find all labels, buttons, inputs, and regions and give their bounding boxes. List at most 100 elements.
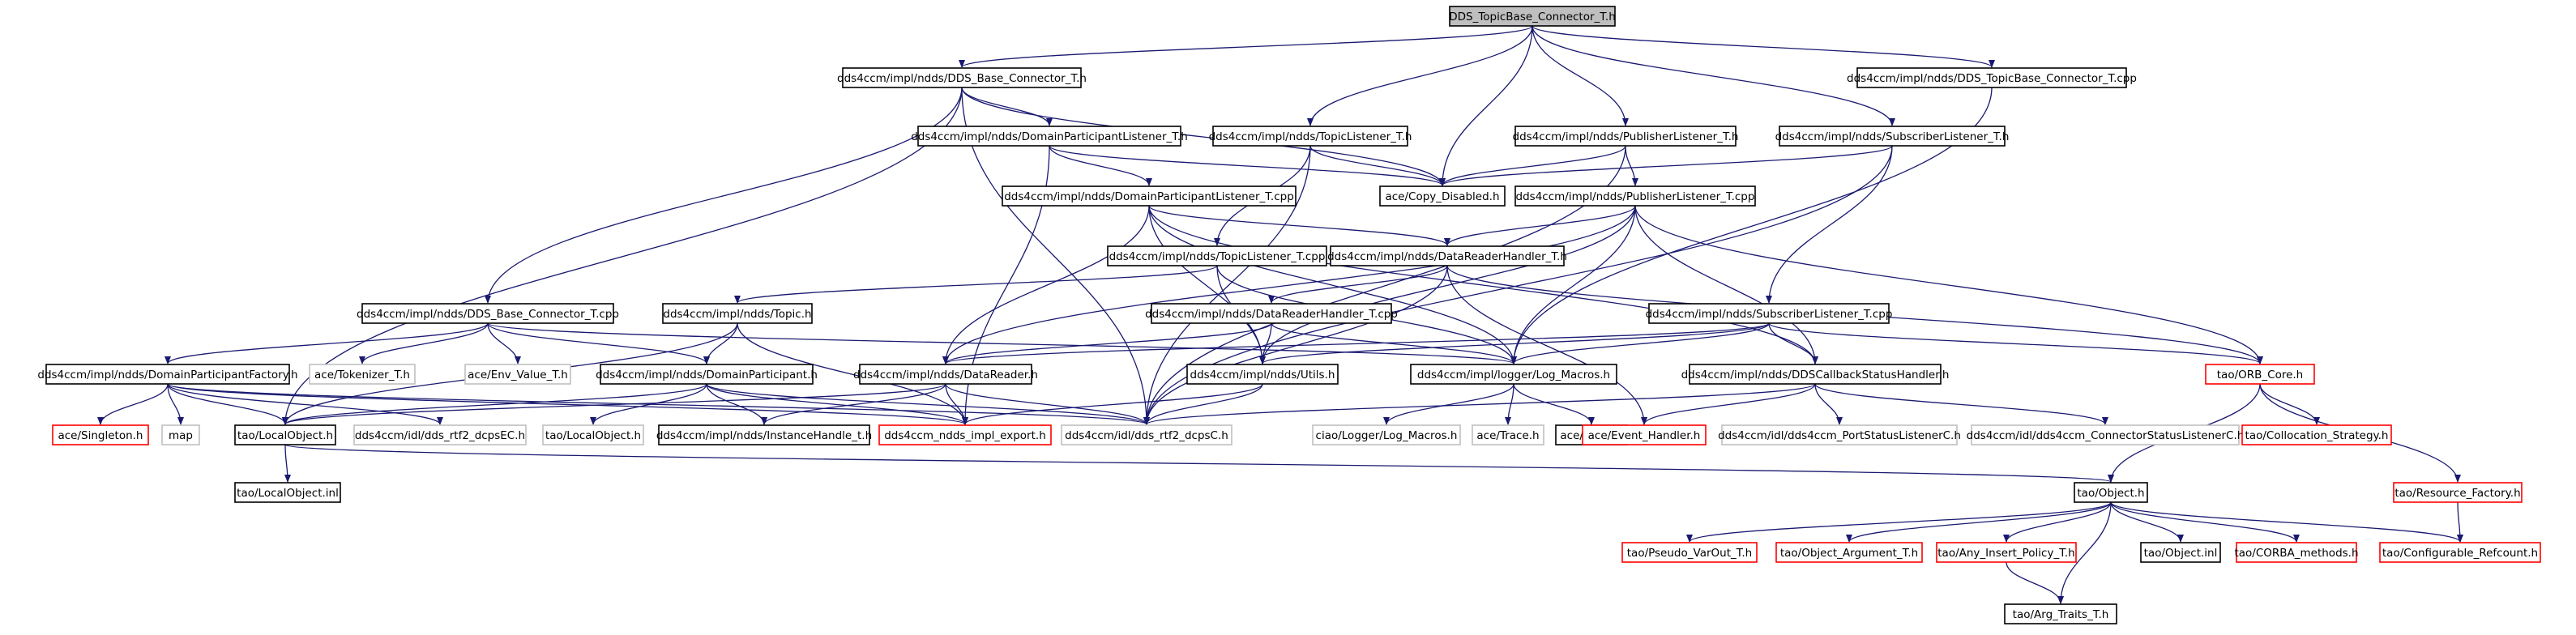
node-aip[interactable]: tao/Any_Insert_Policy_T.h (1936, 542, 2077, 563)
node-label-pvo: tao/Pseudo_VarOut_T.h (1627, 547, 1752, 560)
edge-dr_h-to-ih (761, 383, 946, 425)
edge-root-to-tl_h (1307, 25, 1533, 126)
node-label-oa: tao/Object_Argument_T.h (1780, 547, 1918, 560)
node-pl_h[interactable]: dds4ccm/impl/ndds/PublisherListener_T.h (1513, 126, 1739, 147)
node-obj_h[interactable]: tao/Object.h (2074, 482, 2148, 503)
node-box-csl (1971, 424, 2240, 445)
node-logm[interactable]: dds4ccm/impl/logger/Log_Macros.h (1410, 364, 1617, 385)
edge-base_cpp-to-dpf_h (164, 322, 489, 364)
node-label-exp: dds4ccm_ndds_impl_export.h (884, 429, 1046, 442)
node-label-aip: tao/Any_Insert_Policy_T.h (1937, 547, 2074, 560)
node-lo_h[interactable]: tao/LocalObject.h (234, 424, 336, 445)
edge-pl_h-to-pl_cpp (1625, 145, 1638, 186)
edge-drh_cpp-to-logm (1271, 322, 1517, 364)
node-dcsh[interactable]: dds4ccm/impl/ndds/DDSCallbackStatusHandl… (1681, 364, 1950, 385)
edge-tl_h-to-dcpsc (1143, 145, 1311, 425)
node-label-lo_h: tao/LocalObject.h (237, 429, 333, 442)
node-label-evh: ace/Event_Handler.h (1588, 429, 1701, 442)
node-exp[interactable]: dds4ccm_ndds_impl_export.h (878, 424, 1052, 445)
node-copy[interactable]: ace/Copy_Disabled.h (1379, 185, 1506, 207)
node-box-drh_h (1330, 245, 1565, 266)
node-label-dpl_h: dds4ccm/impl/ndds/DomainParticipantListe… (911, 130, 1188, 143)
node-root[interactable]: DDS_TopicBase_Connector_T.h (1449, 6, 1616, 27)
edge-dcsh-to-dcpsc (1143, 383, 1816, 425)
node-dpf_h[interactable]: dds4ccm/impl/ndds/DomainParticipantFacto… (37, 364, 298, 385)
edge-dr_h-to-dcpsc (945, 383, 1150, 425)
edge-lo_h-to-lo_inl (284, 444, 291, 483)
node-pvo[interactable]: tao/Pseudo_VarOut_T.h (1621, 542, 1758, 563)
node-csl[interactable]: dds4ccm/idl/dds4ccm_ConnectorStatusListe… (1967, 424, 2245, 445)
edge-base_cpp-to-logm (487, 322, 1517, 364)
node-box-ih (658, 424, 870, 445)
node-dpl_cpp[interactable]: dds4ccm/impl/ndds/DomainParticipantListe… (1002, 185, 1297, 207)
node-base_h[interactable]: dds4ccm/impl/ndds/DDS_Base_Connector_T.h (837, 67, 1087, 88)
edge-obj_h-to-cref (2110, 501, 2463, 543)
edge-dpf_h-to-dcpsec (167, 383, 443, 425)
node-ciao[interactable]: ciao/Logger/Log_Macros.h (1312, 424, 1461, 445)
node-label-dcpsec: dds4ccm/idl/dds_rtf2_dcpsEC.h (355, 429, 525, 442)
node-dcpsec[interactable]: dds4ccm/idl/dds_rtf2_dcpsEC.h (353, 424, 527, 445)
node-pl_cpp[interactable]: dds4ccm/impl/ndds/PublisherListener_T.cp… (1514, 185, 1756, 207)
edge-topic_h-to-exp (737, 322, 968, 425)
node-coll[interactable]: tao/Collocation_Strategy.h (2241, 424, 2392, 445)
node-utils[interactable]: dds4ccm/impl/ndds/Utils.h (1186, 364, 1339, 385)
node-base_cpp[interactable]: dds4ccm/impl/ndds/DDS_Base_Connector_T.c… (357, 303, 619, 324)
node-sl_cpp[interactable]: dds4ccm/impl/ndds/SubscriberListener_T.c… (1646, 303, 1893, 324)
node-dr_h[interactable]: dds4ccm/impl/ndds/DataReader.h (853, 364, 1038, 385)
node-box-evh (1582, 424, 1707, 445)
node-cref[interactable]: tao/Configurable_Refcount.h (2379, 542, 2541, 563)
node-orb[interactable]: tao/ORB_Core.h (2205, 364, 2315, 385)
node-sl_h[interactable]: dds4ccm/impl/ndds/SubscriberListener_T.h (1775, 126, 2010, 147)
node-dcpsc[interactable]: dds4ccm/idl/dds_rtf2_dcpsC.h (1061, 424, 1232, 445)
node-ih[interactable]: dds4ccm/impl/ndds/InstanceHandle_t.h (656, 424, 872, 445)
node-obj_inl[interactable]: tao/Object.inl (2140, 542, 2221, 563)
node-box-dp_h (600, 364, 814, 385)
edge-base_h-to-dpl_h (961, 87, 1053, 126)
node-box-oa (1775, 542, 1923, 563)
node-rf[interactable]: tao/Resource_Factory.h (2393, 482, 2523, 503)
edge-orb-to-coll (2259, 383, 2320, 425)
node-tl_h[interactable]: dds4ccm/impl/ndds/TopicListener_T.h (1209, 126, 1412, 147)
node-corba[interactable]: tao/CORBA_methods.h (2234, 542, 2359, 563)
node-box-dcpsc (1061, 424, 1232, 445)
node-label-obj_h: tao/Object.h (2077, 487, 2144, 500)
node-label-trace1: ace/Trace.h (1476, 429, 1539, 442)
node-drh_h[interactable]: dds4ccm/impl/ndds/DataReaderHandler_T.h (1327, 245, 1567, 266)
node-label-obj_inl: tao/Object.inl (2144, 547, 2218, 560)
node-topic_h[interactable]: dds4ccm/impl/ndds/Topic.h (662, 303, 813, 324)
node-trace1[interactable]: ace/Trace.h (1472, 424, 1544, 445)
node-oa[interactable]: tao/Object_Argument_T.h (1775, 542, 1923, 563)
node-lo_h2[interactable]: tao/LocalObject.h (542, 424, 644, 445)
edge-utils-to-exp (962, 383, 1263, 425)
edge-dr_h-to-lo_h (282, 383, 946, 425)
node-dpl_h[interactable]: dds4ccm/impl/ndds/DomainParticipantListe… (911, 126, 1188, 147)
node-label-sl_h: dds4ccm/impl/ndds/SubscriberListener_T.h (1775, 130, 2010, 143)
edge-pl_cpp-to-dr_h (942, 205, 1636, 364)
edge-root-to-copy (1439, 25, 1533, 186)
node-box-dpl_cpp (1002, 185, 1297, 207)
node-dp_h[interactable]: dds4ccm/impl/ndds/DomainParticipant.h (596, 364, 818, 385)
node-label-utils: dds4ccm/impl/ndds/Utils.h (1190, 369, 1335, 381)
node-drh_cpp[interactable]: dds4ccm/impl/ndds/DataReaderHandler_T.cp… (1145, 303, 1398, 324)
node-box-pl_h (1514, 126, 1737, 147)
node-tbcpp[interactable]: dds4ccm/impl/ndds/DDS_TopicBase_Connecto… (1847, 67, 2137, 88)
node-label-copy: ace/Copy_Disabled.h (1385, 190, 1499, 203)
edge-pl_cpp-to-orb (1634, 205, 2263, 364)
node-singleton[interactable]: ace/Singleton.h (52, 424, 149, 445)
node-evh[interactable]: ace/Event_Handler.h (1582, 424, 1707, 445)
node-psl[interactable]: dds4ccm/idl/dds4ccm_PortStatusListenerC.… (1718, 424, 1961, 445)
node-box-ciao (1312, 424, 1461, 445)
edge-drh_cpp-to-dr_h (942, 322, 1272, 364)
node-map[interactable]: map (161, 424, 200, 445)
node-arg[interactable]: tao/Arg_Traits_T.h (2004, 603, 2117, 624)
node-tl_cpp[interactable]: dds4ccm/impl/ndds/TopicListener_T.cpp (1107, 245, 1327, 266)
node-box-pvo (1621, 542, 1758, 563)
edge-dpf_h-to-dcpsc (167, 383, 1150, 425)
node-tok[interactable]: ace/Tokenizer_T.h (309, 364, 416, 385)
node-box-sl_h (1779, 126, 2006, 147)
node-label-root: DDS_TopicBase_Connector_T.h (1449, 11, 1616, 23)
node-env[interactable]: ace/Env_Value_T.h (464, 364, 571, 385)
node-box-psl (1721, 424, 1958, 445)
node-lo_inl[interactable]: tao/LocalObject.inl (234, 482, 341, 503)
